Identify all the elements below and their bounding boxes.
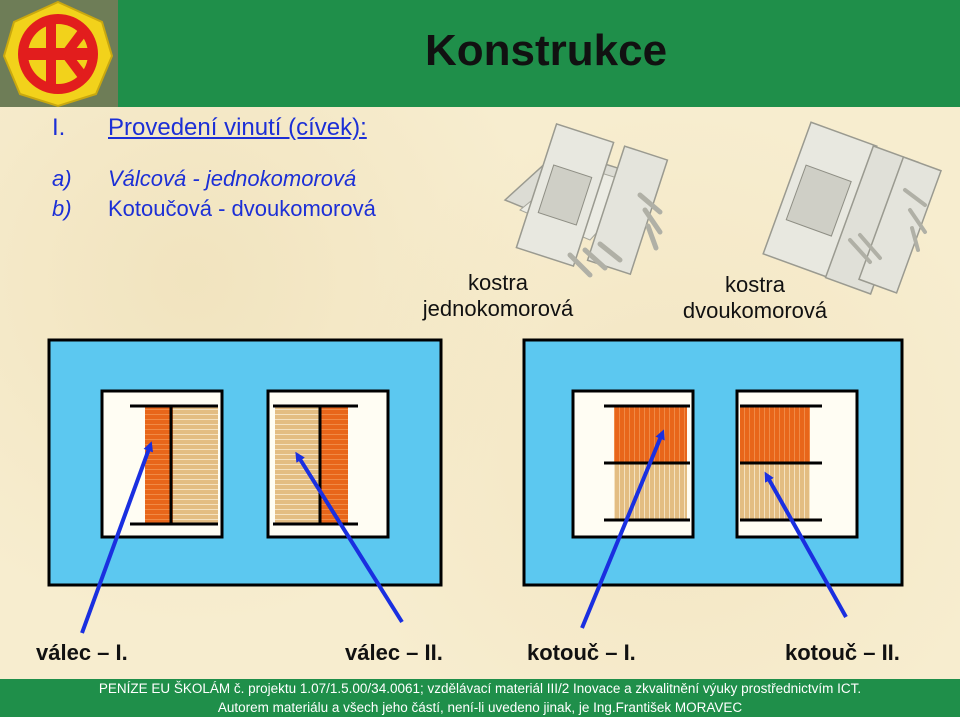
list-item-text: Kotoučová - dvoukomorová	[108, 196, 376, 221]
page-title: Konstrukce	[425, 26, 668, 75]
arrow-kotouc-2	[764, 471, 848, 618]
winding-primary	[320, 406, 348, 524]
core-cylindrical	[47, 338, 443, 587]
header-bar	[0, 0, 960, 107]
core-disc	[522, 338, 904, 587]
photo-bobbin-single	[503, 122, 669, 278]
list-item-text: Válcová - jednokomorová	[108, 166, 357, 191]
winding-secondary	[275, 406, 319, 524]
winding-secondary	[173, 406, 218, 524]
footer-bar: PENÍZE EU ŠKOLÁM č. projektu 1.07/1.5.00…	[0, 679, 960, 717]
photo-bobbin-dual	[762, 121, 942, 295]
label-kotouc-1: kotouč – I.	[527, 640, 636, 665]
school-logo-icon	[2, 0, 114, 108]
label-kotouc-2: kotouč – II.	[785, 640, 900, 665]
arrow-kotouc-1	[580, 429, 665, 629]
section-number: I.	[52, 114, 66, 141]
winding-secondary	[614, 463, 687, 520]
footer-line-2: Autorem materiálu a všech jeho částí, ne…	[217, 700, 743, 715]
winding-primary	[145, 406, 173, 524]
winding-primary	[740, 406, 810, 463]
caption-line: dvoukomorová	[682, 298, 828, 323]
list-item-label: a)	[52, 166, 72, 191]
winding-primary	[614, 406, 687, 463]
list-item: b) Kotoučová - dvoukomorová	[52, 196, 376, 222]
label-valec-1: válec – I.	[36, 640, 128, 665]
list-item: a) Válcová - jednokomorová	[52, 166, 356, 192]
section-heading: I. Provedení vinutí (cívek):	[52, 114, 367, 142]
arrow-valec-2	[295, 451, 404, 624]
caption-line: kostra	[725, 272, 785, 297]
photo-caption-dual: kostra dvoukomorová	[665, 272, 845, 324]
caption-line: jednokomorová	[422, 296, 574, 321]
footer-line-1: PENÍZE EU ŠKOLÁM č. projektu 1.07/1.5.00…	[98, 681, 862, 696]
section-title: Provedení vinutí (cívek):	[108, 114, 367, 141]
photo-caption-single: kostra jednokomorová	[408, 270, 588, 322]
list-item-label: b)	[52, 196, 72, 221]
caption-line: kostra	[468, 270, 528, 295]
arrow-valec-1	[80, 441, 153, 634]
label-valec-2: válec – II.	[345, 640, 443, 665]
